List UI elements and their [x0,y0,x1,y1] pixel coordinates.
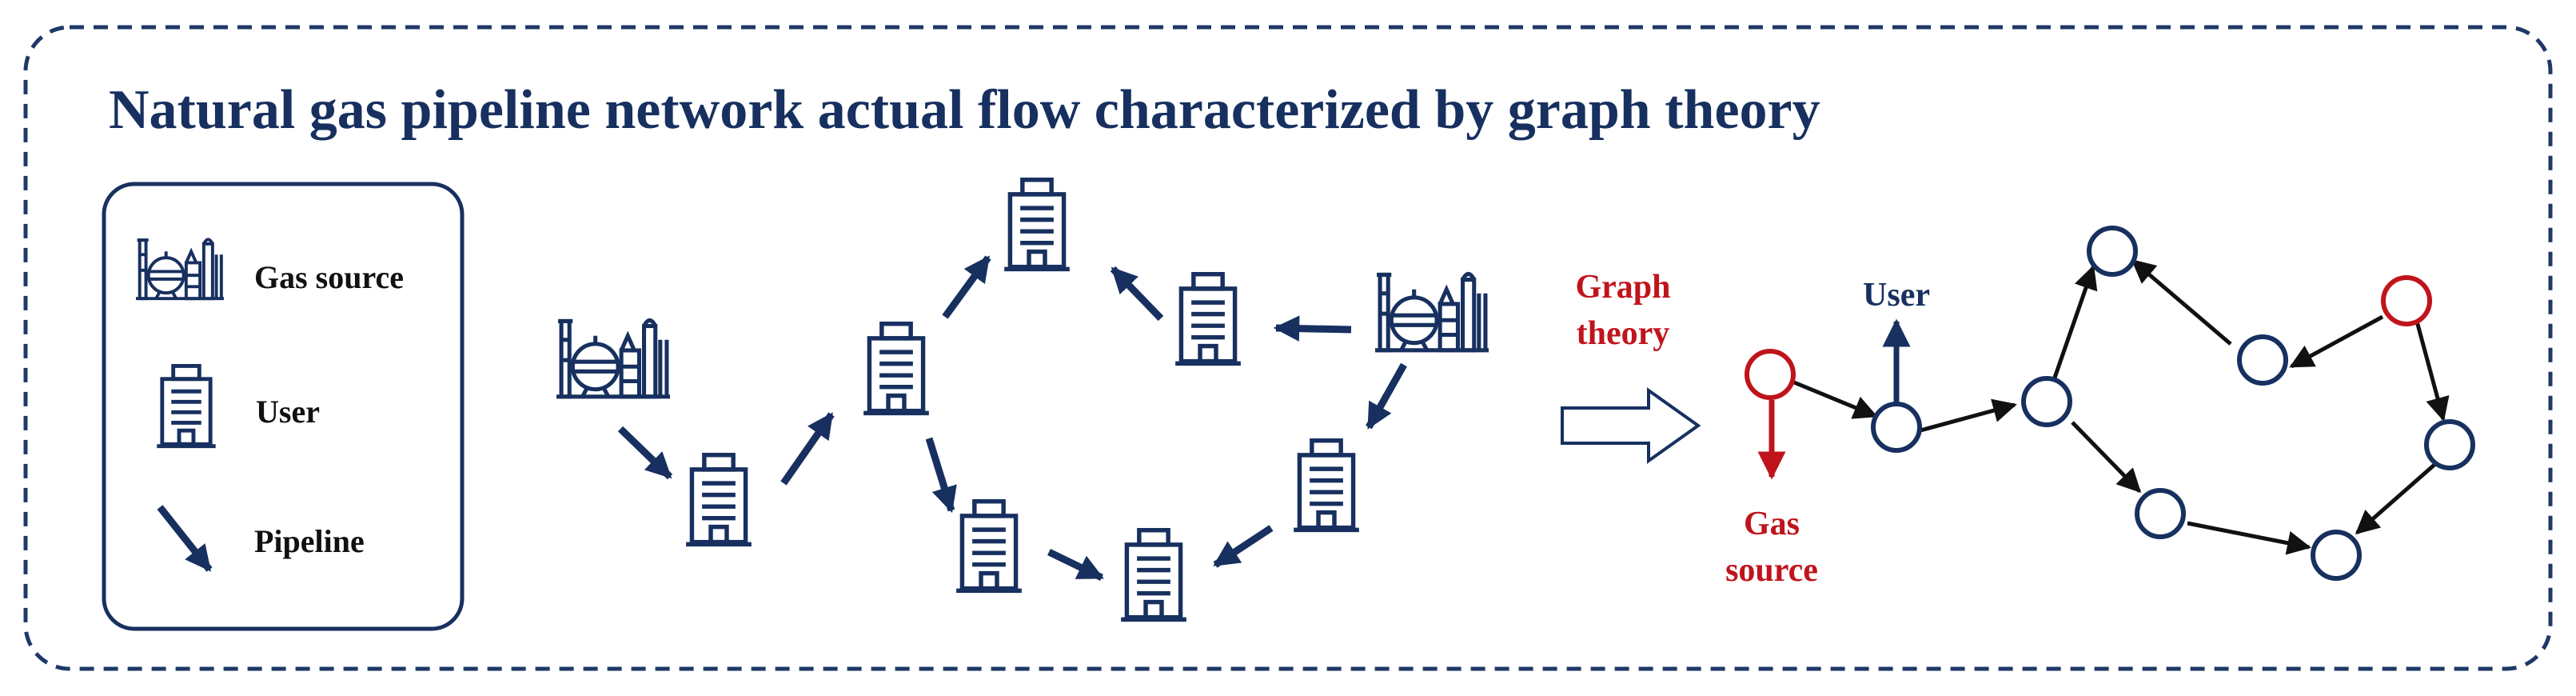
graph-user-label: User [1863,277,1930,314]
graph-node [2311,530,2362,581]
building-icon [1294,441,1359,530]
graph-node [1871,402,1922,453]
graph-gas-source-label-line1: Gas [1744,506,1800,542]
legend-user-label: User [256,394,320,430]
legend-pipeline-label: Pipeline [254,523,365,559]
legend-box [102,182,465,631]
graph-theory-transform: Graph theory [1561,269,1701,464]
graph-node [2424,419,2475,470]
gas-plant-icon [136,239,224,298]
graph-node [2135,488,2186,539]
building-icon [1175,274,1241,364]
transform-arrow-icon [1561,387,1701,464]
abstract-graph: User Gas source [1725,226,2475,589]
pipeline-arrow [780,412,835,486]
graph-edge [2052,265,2098,378]
graph-edge [2071,421,2142,494]
graph-gas-source-label-line2: source [1725,552,1818,589]
graph-edge [1793,380,1878,419]
gas-plant-icon [1375,274,1489,350]
outer-dashed-frame [23,25,2553,671]
building-icon [157,366,215,446]
graph-edge [2131,259,2232,346]
pipeline-arrow [1047,548,1104,582]
pipeline-arrow [942,255,991,319]
graph-node [2237,334,2288,386]
pipeline-arrow-icon [157,505,213,572]
graph-node [2087,226,2138,277]
graph-theory-label-line1: Graph [1575,269,1670,306]
pipeline-arrow [617,426,673,480]
physical-network [556,180,1489,620]
graph-edge [2187,521,2311,555]
legend-gas-source-label: Gas source [254,259,404,295]
pipeline-arrow [925,437,957,514]
graph-edge [2414,318,2450,422]
graph-edge [2355,462,2437,534]
pipeline-arrow [1273,315,1352,342]
pipeline-arrow [1366,362,1407,430]
pipeline-arrow [1213,525,1274,568]
legend: Gas source User Pipeline [102,182,465,631]
building-icon [1121,530,1186,620]
graph-theory-label-line2: theory [1577,315,1670,352]
graph-node-gas-source [2381,275,2432,326]
graph-edge [1920,398,2017,433]
pipeline-arrow [1110,266,1164,322]
building-icon [1004,180,1070,270]
diagram-title: Natural gas pipeline network actual flow… [109,79,1820,141]
gas-plant-icon [556,320,670,396]
building-icon [686,455,752,545]
graph-edge [2289,314,2384,369]
graph-node [2021,376,2072,427]
graph-node-gas-source [1745,349,1796,400]
building-icon [956,502,1022,591]
building-icon [863,324,929,414]
